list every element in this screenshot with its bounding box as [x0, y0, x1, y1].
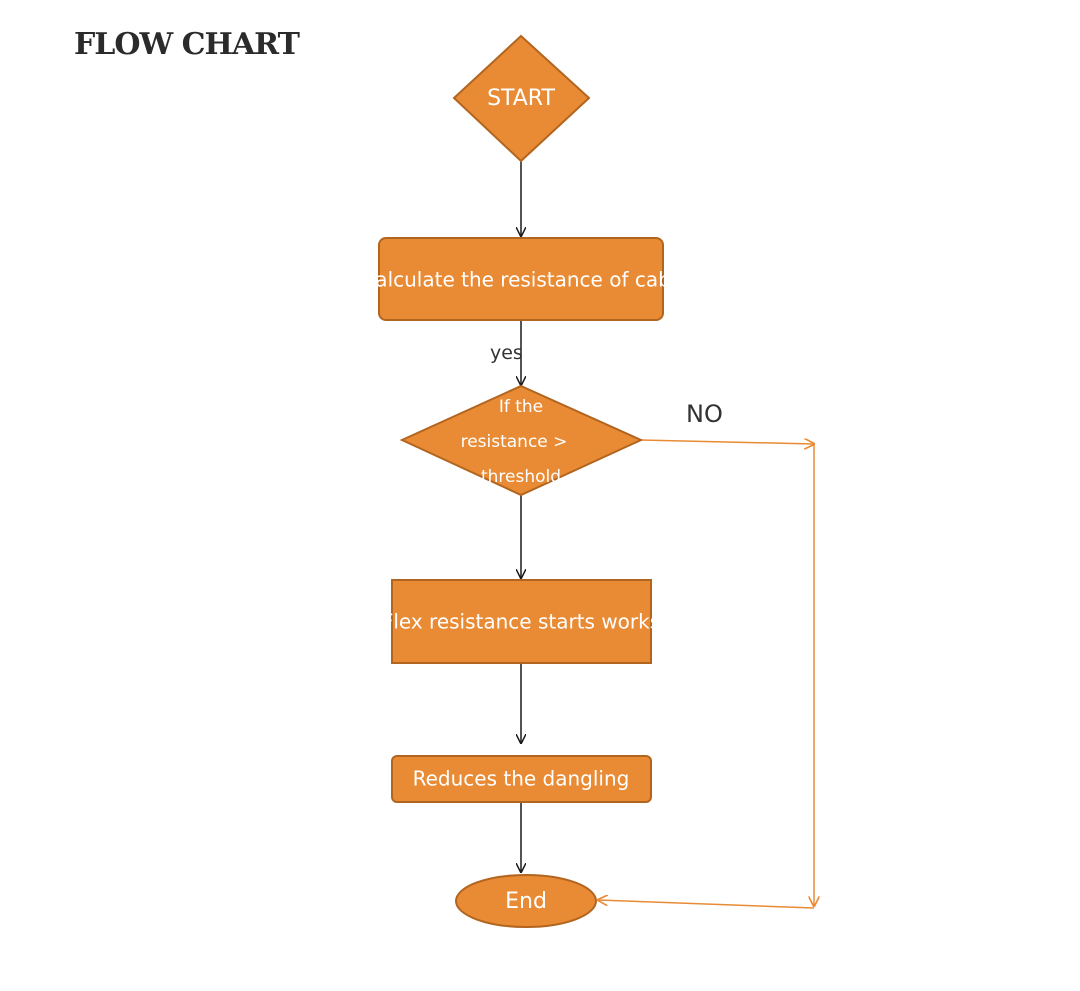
- flex-label: Flex resistance starts works: [382, 610, 660, 634]
- decision-label-line-1: If the: [499, 397, 543, 417]
- flex-node: Flex resistance starts works: [382, 579, 660, 664]
- edge-label-no: NO: [686, 400, 723, 428]
- end-label: End: [505, 889, 547, 914]
- edge-no-branch-return: [598, 900, 815, 909]
- start-label: START: [487, 86, 555, 111]
- edge-no-branch-horizontal: [640, 440, 814, 444]
- reduces-label: Reduces the dangling: [413, 767, 630, 791]
- start-node: START: [452, 34, 591, 163]
- flex-box: [391, 579, 652, 664]
- reduces-box: [391, 755, 652, 803]
- calculate-box: [378, 237, 664, 321]
- calculate-node: Calculate the resistance of cable: [361, 237, 689, 321]
- chart-title: FLOW CHART: [74, 27, 301, 62]
- end-node: End: [455, 874, 597, 928]
- decision-diamond: [399, 384, 644, 497]
- decision-label-line-3: threshold: [481, 467, 561, 487]
- decision-label-line-2: resistance >: [461, 432, 568, 452]
- edge-label-yes: yes: [490, 342, 523, 364]
- end-ellipse: [455, 874, 597, 928]
- reduces-node: Reduces the dangling: [391, 755, 652, 803]
- decision-node: If the resistance > threshold: [399, 384, 644, 497]
- calculate-label: Calculate the resistance of cable: [361, 268, 688, 292]
- start-diamond: [452, 34, 591, 163]
